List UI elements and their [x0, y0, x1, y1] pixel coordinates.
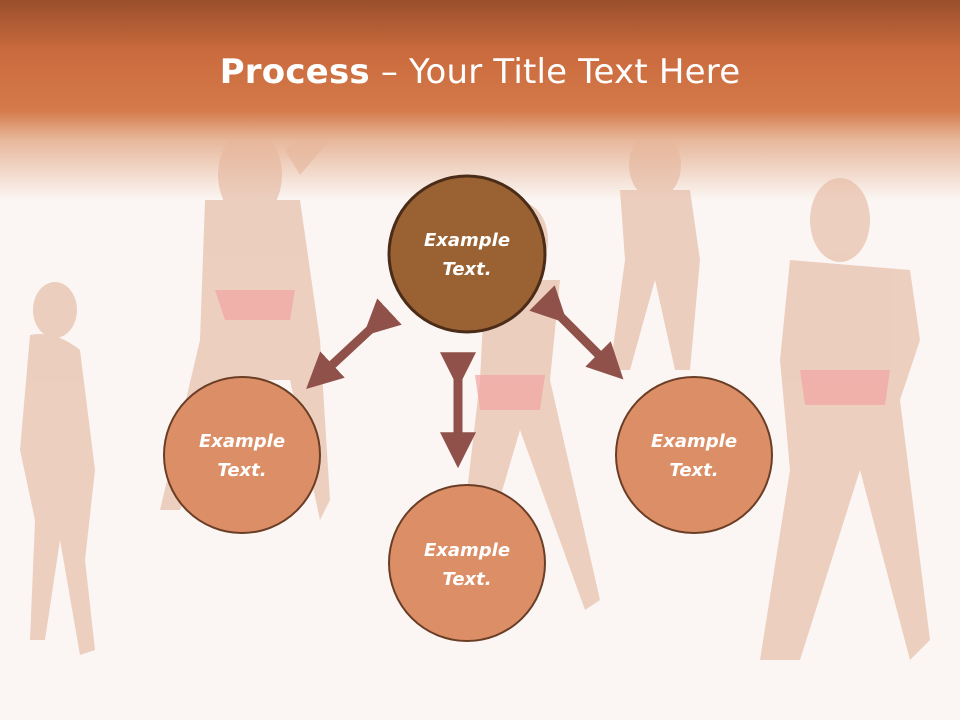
- node-right-line1: Example: [651, 431, 737, 452]
- node-left: Example Text.: [163, 376, 321, 534]
- node-top: Example Text.: [387, 174, 547, 334]
- arrow-top-left: [306, 298, 402, 390]
- node-bottom: Example Text.: [388, 484, 546, 642]
- node-bottom-line2: Text.: [442, 569, 491, 590]
- node-right: Example Text.: [615, 376, 773, 534]
- arrow-top-right: [529, 285, 624, 380]
- node-top-line2: Text.: [442, 259, 491, 280]
- slide-title: Process – Your Title Text Here: [0, 52, 960, 92]
- title-banner: [0, 0, 960, 200]
- node-left-line1: Example: [199, 431, 285, 452]
- node-right-line2: Text.: [669, 460, 718, 481]
- node-top-line1: Example: [424, 230, 510, 251]
- node-left-line2: Text.: [217, 460, 266, 481]
- figure-left: [20, 282, 95, 655]
- title-strong: Process: [219, 52, 370, 92]
- title-rest: – Your Title Text Here: [369, 52, 741, 92]
- node-bottom-line1: Example: [424, 540, 510, 561]
